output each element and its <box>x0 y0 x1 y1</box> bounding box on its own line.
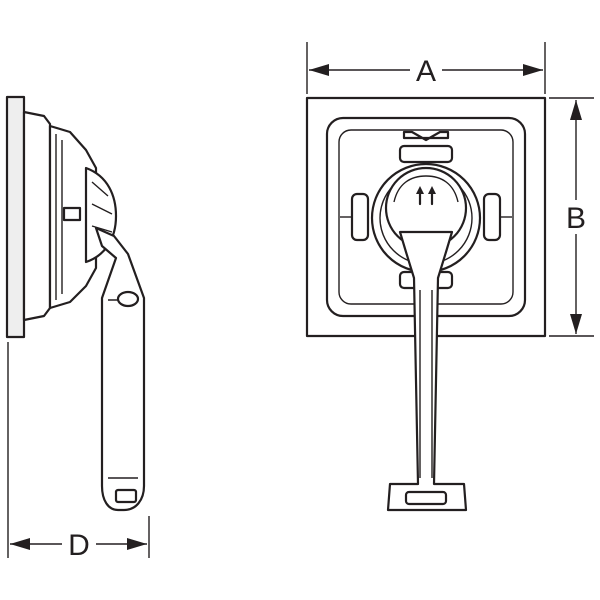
dimension-b-label: B <box>566 202 586 235</box>
dimension-a: A <box>306 42 546 94</box>
side-housing-contour <box>55 134 63 300</box>
dimension-d-arrow-right <box>127 538 147 550</box>
dimension-b: B <box>549 97 594 337</box>
front-knob-face <box>393 175 459 203</box>
side-flange <box>22 110 52 322</box>
front-top-clip <box>402 130 450 142</box>
side-view <box>5 95 146 512</box>
dimension-d-arrow-left <box>10 538 30 550</box>
front-left-lug <box>350 192 370 242</box>
side-handle <box>94 226 146 512</box>
side-knob-detail <box>91 181 113 233</box>
dimension-d-label: D <box>68 529 90 562</box>
dimension-a-arrow-left <box>309 64 329 76</box>
dimension-a-label-bg <box>410 53 442 87</box>
side-handle-slot <box>114 488 138 504</box>
dimension-b-arrow-bottom <box>570 314 582 334</box>
front-right-lug <box>482 192 502 242</box>
front-handle-stem <box>419 290 433 478</box>
front-orientation-marks <box>416 186 436 206</box>
side-mounting-plate <box>5 95 26 339</box>
side-pin <box>62 206 82 222</box>
dimension-a-label: A <box>416 55 436 88</box>
dimension-b-arrow-top <box>570 100 582 120</box>
front-handle-slot <box>404 490 448 506</box>
dimension-d: D <box>7 342 150 562</box>
front-view <box>305 96 547 512</box>
side-handle-pivot <box>116 290 140 308</box>
dimension-a-arrow-right <box>523 64 543 76</box>
front-handle <box>386 230 468 512</box>
dimension-b-label-bg <box>560 200 592 234</box>
front-top-lug <box>398 144 454 164</box>
dimension-d-label-bg <box>62 527 96 561</box>
